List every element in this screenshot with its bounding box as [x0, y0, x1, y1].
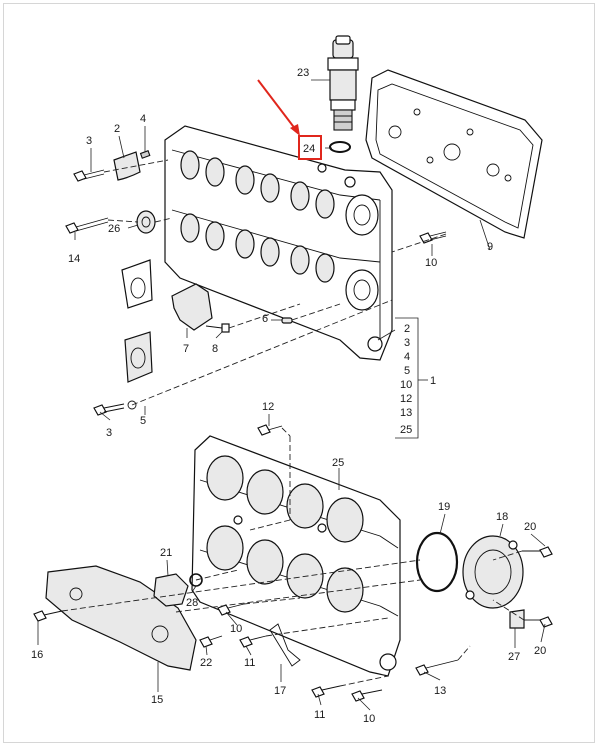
assembly-guide-lines-upper: [103, 159, 447, 406]
part-3-bolt-upper[interactable]: [73, 169, 105, 182]
part-3-bolt-lower[interactable]: [93, 400, 137, 416]
callout-labels: 3 2 4 23 24 9 26 14 10 6 7 8 5 3 2 3 4 5…: [31, 67, 546, 725]
part-16-bolt[interactable]: [33, 610, 63, 622]
callout-27: 27: [508, 651, 520, 663]
callout-11-lower: 11: [314, 709, 325, 721]
part-20-bolt-upper[interactable]: [522, 546, 553, 558]
part-6-dowel-pin[interactable]: [281, 317, 293, 324]
part-11-bolt-lower[interactable]: [311, 685, 341, 698]
callout-9: 9: [487, 241, 493, 253]
part-20-bolt-lower[interactable]: [524, 616, 553, 628]
part-15-cover-plate[interactable]: [45, 565, 197, 671]
part-14-bolt[interactable]: [65, 217, 109, 234]
callout-6: 6: [262, 313, 268, 325]
part-23-solenoid-valve[interactable]: [327, 35, 359, 131]
callout-8: 8: [212, 343, 218, 355]
callout-21: 21: [160, 547, 172, 559]
callout-leaders: [37, 79, 546, 711]
callout-3-top: 3: [86, 135, 92, 147]
callout-12: 12: [262, 401, 274, 413]
part-27-bracket[interactable]: [509, 609, 525, 629]
callout-17: 17: [274, 685, 286, 697]
part-13-bolt[interactable]: [415, 659, 459, 676]
callout-list-12: 12: [400, 393, 412, 405]
callout-list-4: 4: [404, 351, 410, 363]
callout-14: 14: [68, 253, 80, 265]
part-9-gasket[interactable]: [365, 69, 543, 239]
part-24-o-ring[interactable]: [329, 141, 351, 153]
callout-18: 18: [496, 511, 508, 523]
assembly-guide-lines-lower: [61, 427, 525, 687]
part-11-bolt-mid[interactable]: [239, 635, 267, 648]
highlight-arrow: [257, 79, 300, 136]
callout-22: 22: [200, 657, 212, 669]
cylinder-head-cover[interactable]: [164, 125, 393, 361]
callout-3-lower: 3: [106, 427, 112, 439]
part-12-bolt-upper[interactable]: [257, 424, 283, 436]
part-18-end-cap[interactable]: [462, 535, 524, 609]
part-8-screw[interactable]: [205, 323, 230, 333]
part-2-bearing-cap[interactable]: [113, 151, 141, 181]
callout-10-upper: 10: [425, 257, 437, 269]
part-21-sensor[interactable]: [153, 573, 189, 607]
part-5-bearing-caps[interactable]: [121, 259, 153, 383]
cam-bores-lower: [180, 213, 379, 311]
callout-7: 7: [183, 343, 189, 355]
callout-20-lower: 20: [534, 645, 546, 657]
callout-16: 16: [31, 649, 43, 661]
part-4-pin[interactable]: [139, 150, 151, 159]
part-19-o-ring[interactable]: [415, 531, 459, 593]
callout-25: 25: [332, 457, 344, 469]
callout-4: 4: [140, 113, 146, 125]
callout-15: 15: [151, 694, 163, 706]
part-22-bolt[interactable]: [199, 635, 223, 648]
callout-10-mid: 10: [230, 623, 242, 635]
callout-19: 19: [438, 501, 450, 513]
camshaft-journals: [206, 455, 364, 613]
callout-list-2: 2: [404, 323, 410, 335]
highlight-box-24: [298, 135, 322, 160]
callout-20-upper: 20: [524, 521, 536, 533]
callout-1: 1: [430, 375, 436, 387]
part-25-camshaft-housing[interactable]: [191, 435, 401, 677]
callout-24: 24: [303, 143, 315, 155]
part-17-clip[interactable]: [269, 623, 301, 667]
callout-list-10: 10: [400, 379, 412, 391]
part-10-bolt-lower[interactable]: [351, 689, 383, 702]
part-26-seal[interactable]: [136, 210, 156, 234]
callout-list-3: 3: [404, 337, 410, 349]
callout-28: 28: [186, 597, 198, 609]
callout-26: 26: [108, 223, 120, 235]
part-7-sensor-bracket[interactable]: [171, 283, 213, 331]
part-10-bolt-upper[interactable]: [419, 231, 447, 244]
callout-2: 2: [114, 123, 120, 135]
callout-11-mid: 11: [244, 657, 255, 669]
callout-5-left: 5: [140, 415, 146, 427]
callout-10-lower: 10: [363, 713, 375, 725]
callout-list-5: 5: [404, 365, 410, 377]
callout-23: 23: [297, 67, 309, 79]
callout-list-13: 13: [400, 407, 412, 419]
callout-list-25: 25: [400, 424, 412, 436]
cam-bores-upper: [180, 150, 379, 236]
callout-13: 13: [434, 685, 446, 697]
